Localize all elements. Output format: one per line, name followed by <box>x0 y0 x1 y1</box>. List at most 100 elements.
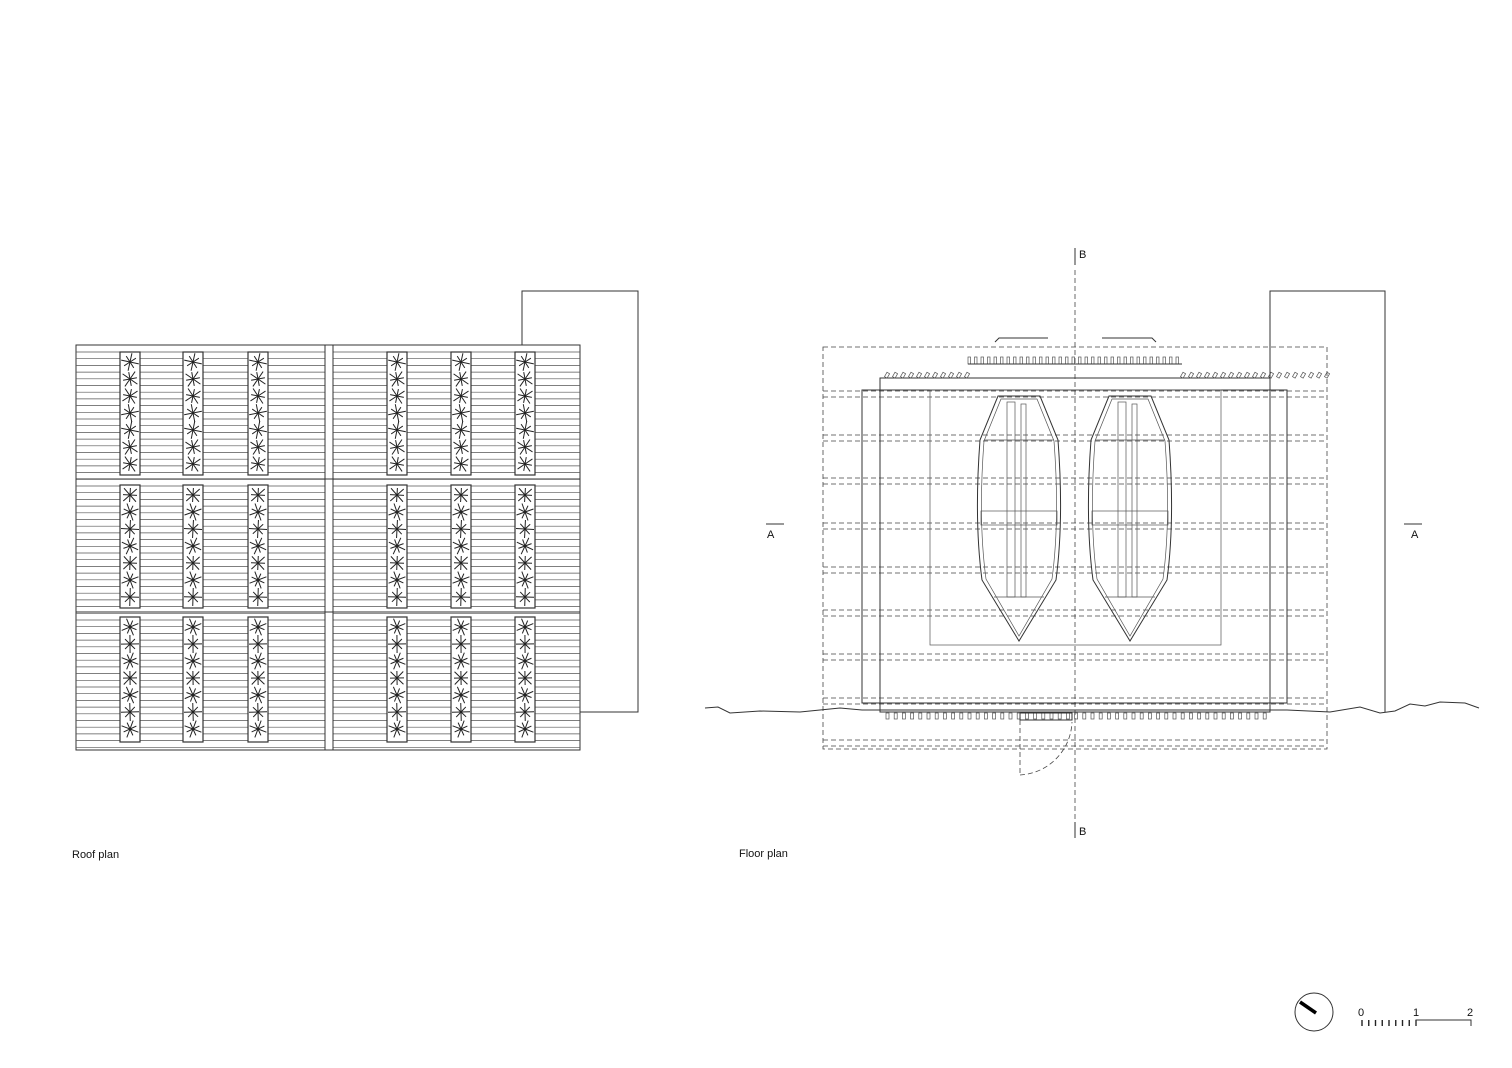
plant-icon <box>453 456 469 472</box>
plant-icon <box>517 487 533 503</box>
plant-icon <box>249 618 267 636</box>
plant-icon <box>185 456 201 472</box>
slat <box>1213 712 1218 720</box>
roof-plan <box>75 290 639 751</box>
plant-icon <box>389 456 405 472</box>
slat <box>902 712 906 720</box>
plant-icon <box>249 571 267 589</box>
slat <box>956 371 963 379</box>
plant-icon <box>185 555 201 571</box>
boat-seat <box>1091 510 1169 526</box>
plant-icon <box>453 487 469 503</box>
slat <box>1246 712 1251 720</box>
plant-icon <box>184 720 202 738</box>
plant-icon <box>122 388 138 404</box>
plant-icon <box>387 634 407 654</box>
slat <box>987 356 991 365</box>
floor-plan <box>704 270 1480 820</box>
slat <box>1276 371 1283 379</box>
plant-icon <box>515 702 535 722</box>
plant-icon <box>516 618 534 636</box>
plant-icon <box>453 388 469 404</box>
slat <box>908 371 915 379</box>
plant-icon <box>453 371 469 387</box>
slat <box>1204 371 1211 379</box>
plant-icon <box>249 652 267 670</box>
plant-icon <box>122 371 138 387</box>
plant-icon <box>120 519 140 539</box>
slat <box>1148 712 1152 720</box>
slat <box>1300 371 1307 379</box>
plant-icon <box>249 720 267 738</box>
plant-icon <box>452 421 470 439</box>
plant-icon <box>389 487 405 503</box>
slat <box>1197 712 1201 720</box>
slat <box>1019 356 1023 365</box>
slat <box>1175 356 1179 365</box>
plant-icon <box>121 571 139 589</box>
floor-slab <box>879 377 1271 713</box>
slat <box>1091 356 1095 365</box>
plant-icon <box>517 371 533 387</box>
slat <box>967 712 972 720</box>
plant-icon <box>516 503 534 521</box>
slat <box>1205 712 1210 720</box>
slat <box>1252 371 1259 379</box>
plant-icon <box>452 571 470 589</box>
floor-outline-bracket <box>1269 290 1386 712</box>
plant-icon <box>451 634 471 654</box>
plant-icon <box>248 702 268 722</box>
plant-icon <box>452 720 470 738</box>
plant-icon <box>389 439 405 455</box>
plant-icon <box>516 571 534 589</box>
plant-icon <box>120 702 140 722</box>
slat <box>1025 712 1029 720</box>
plant-icon <box>517 388 533 404</box>
plant-icon <box>121 537 139 555</box>
plant-icon <box>122 555 138 571</box>
door-swing <box>1019 712 1073 776</box>
slat <box>1123 356 1127 365</box>
slat <box>1316 371 1323 379</box>
plant-icon <box>183 702 203 722</box>
slat <box>1143 356 1147 365</box>
slat <box>1097 356 1101 365</box>
plant-icon <box>183 634 203 654</box>
roof-plan-label: Roof plan <box>72 849 119 861</box>
slat <box>1045 356 1049 365</box>
roof-outline-bracket <box>521 290 639 713</box>
plant-icon <box>121 503 139 521</box>
slat <box>1260 371 1267 379</box>
plant-icon <box>517 439 533 455</box>
section-mark-a-left: A <box>766 523 784 541</box>
slat <box>1189 712 1193 720</box>
plant-icon <box>249 404 267 422</box>
plant-icon <box>516 353 534 371</box>
slat <box>916 371 923 379</box>
plant-icon <box>516 686 534 704</box>
slat <box>943 712 947 720</box>
slat <box>1065 356 1069 365</box>
plant-icon <box>122 439 138 455</box>
slat <box>1149 356 1153 365</box>
slat <box>1196 371 1203 379</box>
plant-icon <box>388 720 406 738</box>
plant-icon <box>517 456 533 472</box>
slat <box>1308 371 1315 379</box>
slat <box>1026 356 1030 365</box>
plant-icon <box>516 652 534 670</box>
slat <box>1000 712 1005 720</box>
slat <box>1130 356 1134 365</box>
slat <box>1162 356 1166 365</box>
slat <box>1268 371 1275 379</box>
slat <box>1033 712 1037 720</box>
slat <box>1156 712 1160 720</box>
slat <box>884 371 891 379</box>
slat <box>893 712 898 720</box>
oar <box>1131 403 1138 598</box>
plant-icon <box>184 571 202 589</box>
slat <box>934 712 939 720</box>
plant-icon <box>515 587 535 607</box>
slat <box>1071 356 1075 365</box>
slat <box>974 356 978 365</box>
